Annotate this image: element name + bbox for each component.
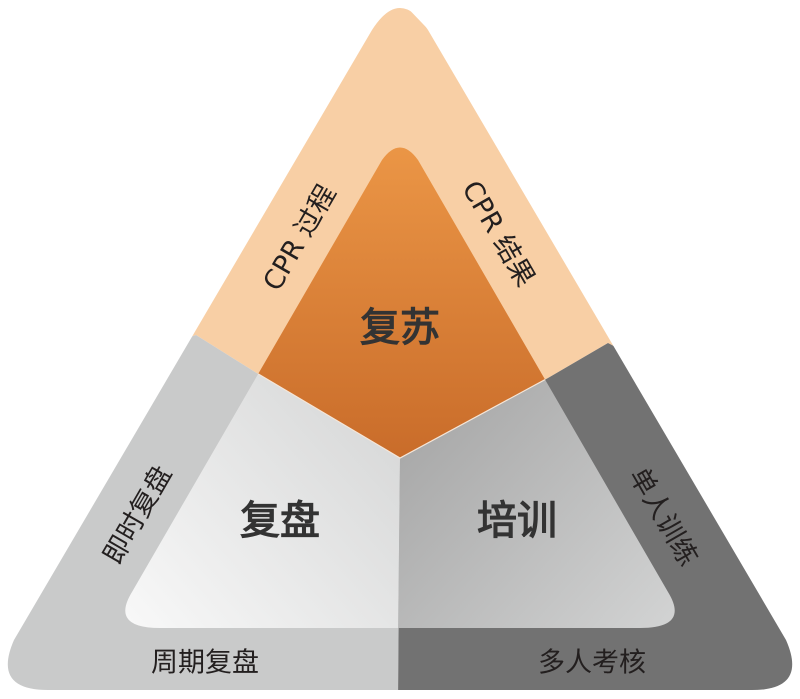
center-label-review: 复盘 [240, 498, 320, 544]
label-periodic-review: 周期复盘 [151, 647, 259, 679]
label-multi-assessment: 多人考核 [538, 647, 646, 679]
center-label-training: 培训 [477, 498, 557, 544]
center-label-resuscitation: 复苏 [360, 305, 440, 351]
